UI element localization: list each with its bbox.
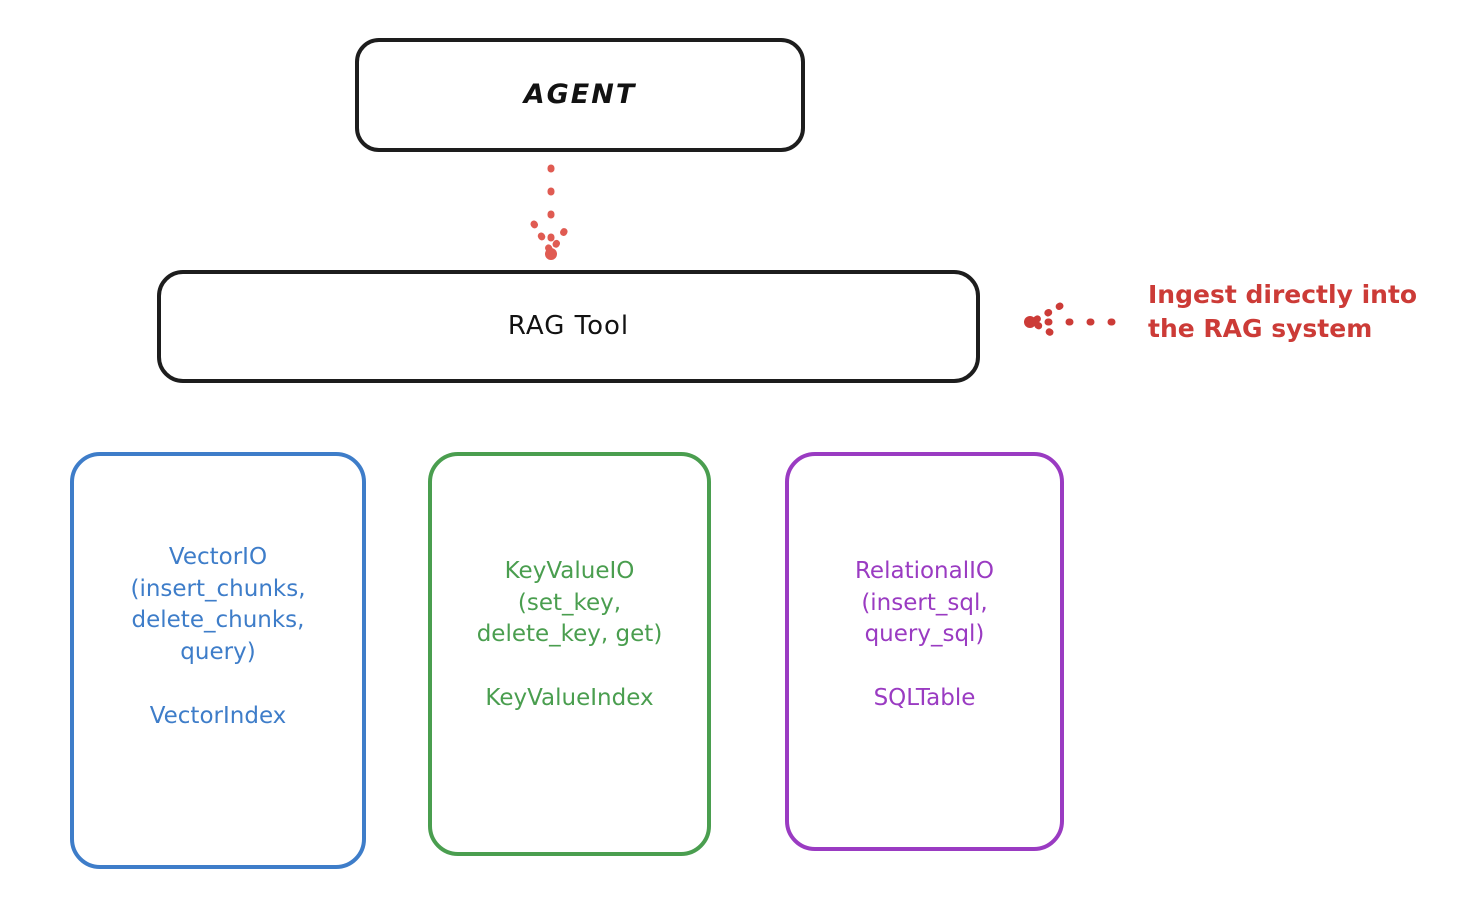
key-value-io-node-label: KeyValueIO (set_key, delete_key, get) Ke… [476, 558, 663, 711]
relational-io-node-label: RelationalIO (insert_sql, query_sql) SQL… [854, 558, 994, 711]
rag-tool-node[interactable]: RAG Tool [157, 270, 980, 383]
vector-io-node[interactable]: VectorIO (insert_chunks, delete_chunks, … [70, 452, 366, 869]
agent-node-label: AGENT [523, 79, 637, 111]
agent-to-rag-arrow [530, 164, 573, 260]
rag-tool-node-label: RAG Tool [507, 311, 630, 342]
key-value-io-node[interactable]: KeyValueIO (set_key, delete_key, get) Ke… [428, 452, 711, 856]
relational-io-node[interactable]: RelationalIO (insert_sql, query_sql) SQL… [785, 452, 1064, 851]
agent-node[interactable]: AGENT [355, 38, 805, 152]
vector-io-node-label: VectorIO (insert_chunks, delete_chunks, … [130, 544, 306, 729]
ingest-annotation-label: Ingest directly into the RAG system [1148, 280, 1418, 343]
annotation-to-rag-arrow [1024, 302, 1134, 342]
